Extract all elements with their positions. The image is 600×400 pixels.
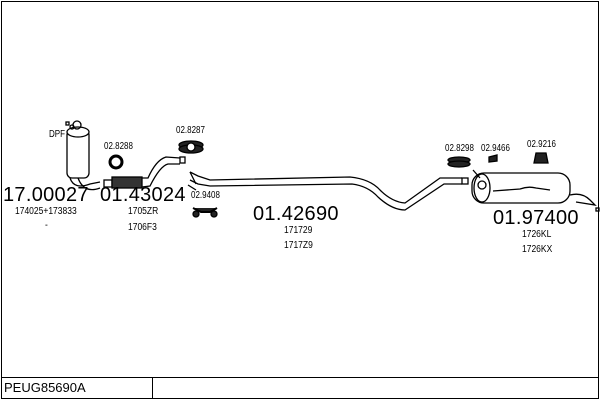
part-number: 01.42690 xyxy=(253,203,339,225)
rear-silencer-drawing xyxy=(471,169,600,212)
accessory-number: 02.8288 xyxy=(104,141,133,152)
part-reference: - xyxy=(45,220,48,231)
part-reference: 1706F3 xyxy=(128,222,157,233)
part-reference: 171729 xyxy=(284,225,313,236)
part-number: 17.00027 xyxy=(3,184,89,206)
part-reference: 1705ZR xyxy=(128,206,159,217)
accessory-number: 02.8287 xyxy=(176,125,205,136)
part-reference: 1726KX xyxy=(522,244,553,255)
accessory-number: 02.9408 xyxy=(191,190,220,201)
part-reference: 1717Z9 xyxy=(284,240,313,251)
dpf-unit-drawing xyxy=(65,120,101,191)
accessory-number: 02.8298 xyxy=(445,143,474,154)
center-pipe-drawing xyxy=(187,171,469,211)
dpf-label: DPF xyxy=(49,129,65,140)
part-reference: 174025+173833 xyxy=(15,206,77,217)
front-pipe-drawing xyxy=(103,156,186,189)
part-number: 01.97400 xyxy=(493,207,579,229)
divider xyxy=(1,377,599,378)
part-number: 01.43024 xyxy=(100,184,186,206)
part-reference: 1726KL xyxy=(522,229,552,240)
accessory-number: 02.9466 xyxy=(481,143,510,154)
accessory-drawings xyxy=(108,140,549,218)
diagram-code: PEUG85690A xyxy=(1,377,153,398)
accessory-number: 02.9216 xyxy=(527,139,556,150)
